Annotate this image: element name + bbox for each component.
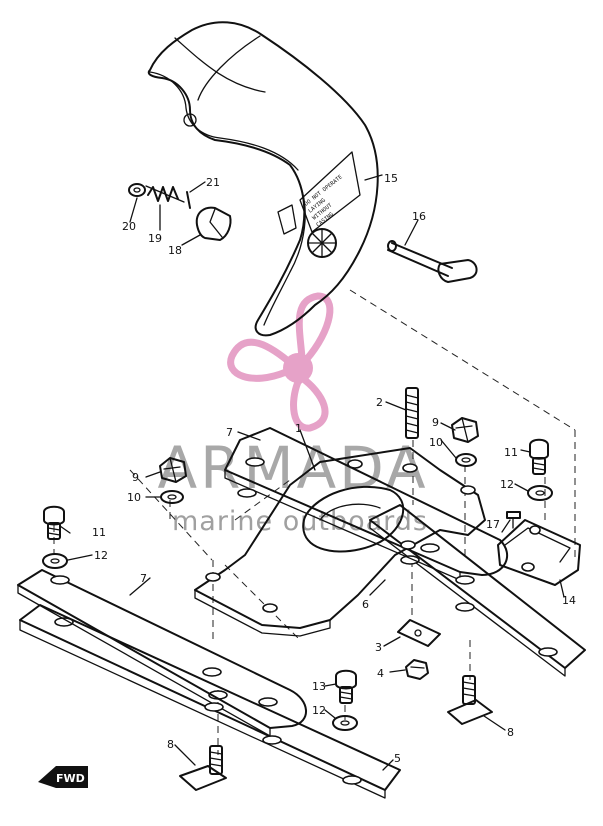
callout-10-left: 10 [127,491,141,504]
part-6-right-strip [369,504,586,677]
callout-8-right: 8 [507,726,514,739]
callout-18: 18 [168,244,182,257]
part-8-bolt-left [179,745,227,791]
callout-12-right: 12 [500,478,514,491]
leader-lines [59,174,565,771]
cover-15: DO NOT OPERATE LAYING WITHOUT CASING [147,21,379,337]
part-10-washer-upper [455,453,477,467]
callout-19: 19 [148,232,162,245]
part-1-main-bracket [194,447,486,637]
callout-12-left: 12 [94,549,108,562]
part-11-bolt-left [43,505,65,540]
part-7-left-strip [17,569,307,737]
part-12-washer-right [527,485,553,501]
callout-11-right: 11 [504,446,518,459]
part-9-nut-upper [451,417,479,443]
callout-5: 5 [394,752,401,765]
part-12-washer-lower [332,715,358,731]
propeller-logo-icon [227,292,334,432]
part-12-washer-left [42,553,68,569]
cover-wheel-icon [307,228,337,258]
cover-warning-label: DO NOT OPERATE LAYING WITHOUT CASING [299,151,361,233]
part-8-bolt-right [447,675,493,725]
callout-17: 17 [486,518,500,531]
part-14-small-bracket [497,519,581,586]
callout-11-left: 11 [92,526,106,539]
part-7-upper-plate [224,427,509,585]
callout-9-left: 9 [132,471,139,484]
part-9-nut-left [159,457,187,483]
watermark-title: ARMADA [157,434,428,502]
watermark-logo: ARMADA marine outboards [157,292,428,537]
part-17-small-screw [506,511,521,529]
callout-21: 21 [206,176,220,189]
callout-2: 2 [376,396,383,409]
callout-12-lower: 12 [312,704,326,717]
part-11-bolt-right [529,438,549,475]
callout-7-left: 7 [140,572,147,585]
callout-6: 6 [362,598,369,611]
callout-20: 20 [122,220,136,233]
callout-8-left: 8 [167,738,174,751]
part-21-pin [186,191,191,209]
part-13-bolt [335,669,357,704]
part-2-stud [405,387,419,439]
callouts: 15 16 21 20 19 18 2 9 10 11 12 7 1 9 10 … [92,172,576,765]
part-10-washer-left [160,490,184,504]
part-19-spring [145,185,185,203]
callout-3: 3 [375,641,382,654]
callout-7-upper: 7 [226,426,233,439]
callout-4: 4 [377,667,384,680]
callout-10-upper: 10 [429,436,443,449]
callout-9-upper: 9 [432,416,439,429]
part-16-lever [387,240,478,283]
callout-1: 1 [295,422,302,435]
callout-16: 16 [412,210,426,223]
part-18-knob [195,206,232,241]
forward-marker-label: FWD [56,772,85,785]
part-3-plate [397,619,441,647]
callout-14: 14 [562,594,576,607]
callout-13: 13 [312,680,326,693]
part-20-washer [128,183,146,197]
part-5-lower-strip [19,604,401,799]
part-4-nut [405,659,429,680]
forward-arrow-icon: FWD [38,766,88,788]
callout-15: 15 [384,172,398,185]
